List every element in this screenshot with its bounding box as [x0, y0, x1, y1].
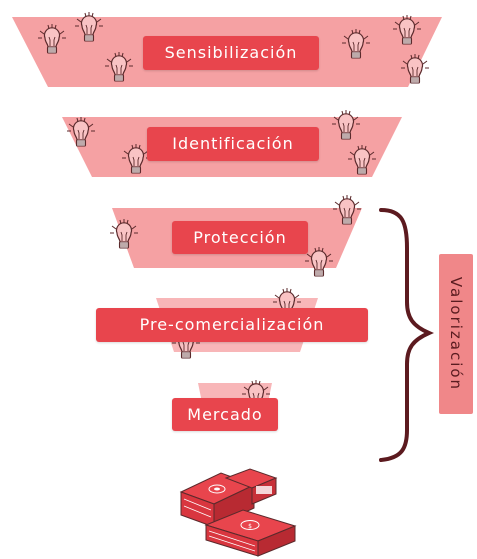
money-stack-icon: $ [179, 468, 297, 557]
svg-text:$: $ [248, 523, 252, 530]
stage-label-identificacion: Identificación [147, 127, 319, 161]
valorizacion-label-box: Valorización [439, 254, 473, 414]
stage-label-sensibilizacion: Sensibilización [143, 36, 319, 70]
stage-label-proteccion: Protección [172, 221, 308, 254]
stage-label-pre-comercializacion: Pre-comercialización [96, 308, 368, 342]
curly-brace [379, 208, 434, 462]
valorizacion-label: Valorización [447, 276, 465, 392]
stage-label-mercado: Mercado [172, 398, 278, 431]
